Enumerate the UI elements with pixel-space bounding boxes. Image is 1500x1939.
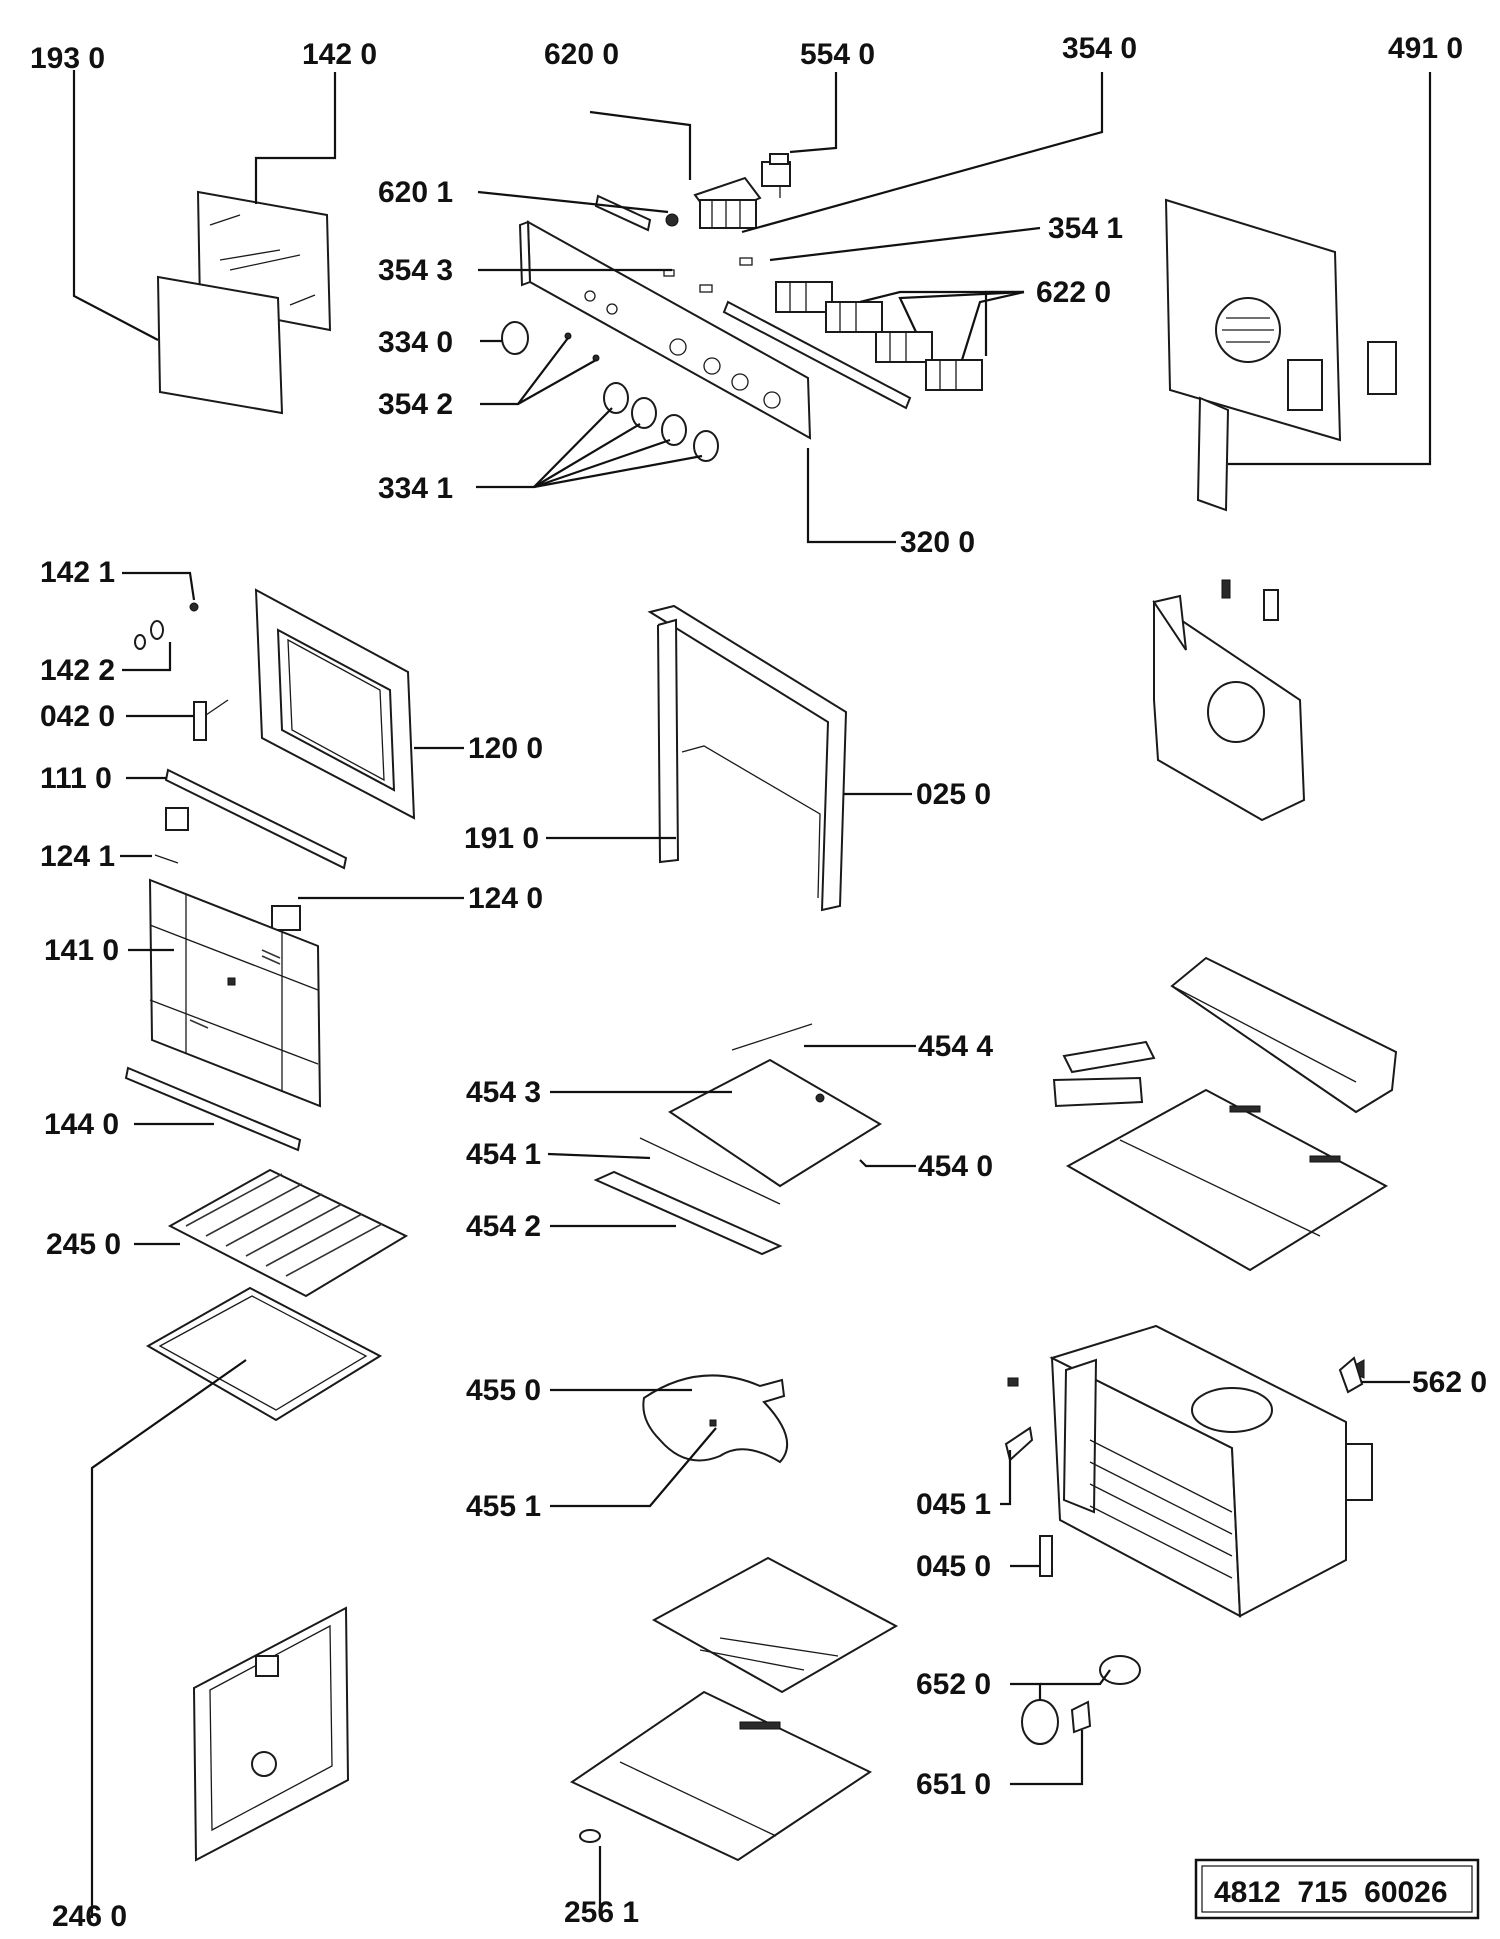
callout-651-0: 651 0 [916, 1768, 991, 1801]
clips-part [154, 807, 301, 931]
callout-334-1: 334 1 [378, 472, 453, 505]
callout-454-0: 454 0 [918, 1150, 993, 1183]
callout-142-2: 142 2 [40, 654, 115, 687]
callout-620-0: 620 0 [544, 38, 619, 71]
callout-144-0: 144 0 [44, 1108, 119, 1141]
callout-142-0: 142 0 [302, 38, 377, 71]
side-panel-part [192, 1606, 350, 1862]
glass-panels-part [156, 190, 332, 415]
callout-455-0: 455 0 [466, 1374, 541, 1407]
callout-454-4: 454 4 [918, 1030, 993, 1063]
floor-plates-part [569, 1556, 899, 1862]
strip-620-1-part [594, 194, 679, 232]
door-trim-part [124, 1066, 302, 1152]
baking-tray-part [145, 1286, 383, 1422]
callout-454-2: 454 2 [466, 1210, 541, 1243]
small-fittings-part [1004, 1356, 1364, 1745]
callout-045-1: 045 1 [916, 1488, 991, 1521]
callout-334-0: 334 0 [378, 326, 453, 359]
callout-025-0: 025 0 [916, 778, 991, 811]
callout-142-1: 142 1 [40, 556, 115, 589]
grill-element-part [593, 1023, 882, 1256]
callout-354-0: 354 0 [1062, 32, 1137, 65]
callout-193-0: 193 0 [30, 42, 105, 75]
callout-562-0: 562 0 [1412, 1366, 1487, 1399]
callout-141-0: 141 0 [44, 934, 119, 967]
callout-454-1: 454 1 [466, 1138, 541, 1171]
callout-045-0: 045 0 [916, 1550, 991, 1583]
grid-shelf-part [167, 1168, 409, 1298]
callout-454-3: 454 3 [466, 1076, 541, 1109]
callout-354-3: 354 3 [378, 254, 453, 287]
callout-111-0: 111 0 [40, 762, 112, 795]
fan-housing-part [1152, 579, 1306, 822]
switches-622-part [722, 281, 983, 410]
callout-191-0: 191 0 [464, 822, 539, 855]
top-plate-part [1065, 1088, 1389, 1272]
rear-panel-part [1164, 198, 1397, 512]
callout-455-1: 455 1 [466, 1490, 541, 1523]
callout-354-2: 354 2 [378, 388, 453, 421]
callout-256-1: 256 1 [564, 1896, 639, 1929]
door-frame-part [254, 588, 416, 820]
inner-door-part [148, 878, 322, 1108]
oven-liner-frames-part [647, 604, 848, 912]
callout-491-0: 491 0 [1388, 32, 1463, 65]
switch-block-part [693, 176, 762, 229]
callout-246-0: 246 0 [52, 1900, 127, 1933]
callout-124-0: 124 0 [468, 882, 543, 915]
callout-622-0: 622 0 [1036, 276, 1111, 309]
callout-320-0: 320 0 [900, 526, 975, 559]
insulation-box-part [1052, 956, 1398, 1114]
callout-042-0: 042 0 [40, 700, 115, 733]
callout-labels: 193 0 142 0 620 0 554 0 354 0 491 0 620 … [30, 32, 1487, 1933]
callout-245-0: 245 0 [46, 1228, 121, 1261]
callout-620-1: 620 1 [378, 176, 453, 209]
oven-cavity-part [1049, 1324, 1373, 1618]
document-number: 4812 715 60026 [1214, 1876, 1448, 1909]
callout-124-1: 124 1 [40, 840, 115, 873]
callout-354-1: 354 1 [1048, 212, 1123, 245]
door-bar-part [164, 768, 348, 870]
leader-lines [72, 70, 1432, 1918]
callout-554-0: 554 0 [800, 38, 875, 71]
document-number-box: 4812 715 60026 [1194, 1858, 1480, 1920]
lamp-holder-part [761, 153, 791, 198]
callout-652-0: 652 0 [916, 1668, 991, 1701]
callout-120-0: 120 0 [468, 732, 543, 765]
hinge-parts-part [134, 602, 229, 741]
bottom-element-part [642, 1374, 789, 1464]
